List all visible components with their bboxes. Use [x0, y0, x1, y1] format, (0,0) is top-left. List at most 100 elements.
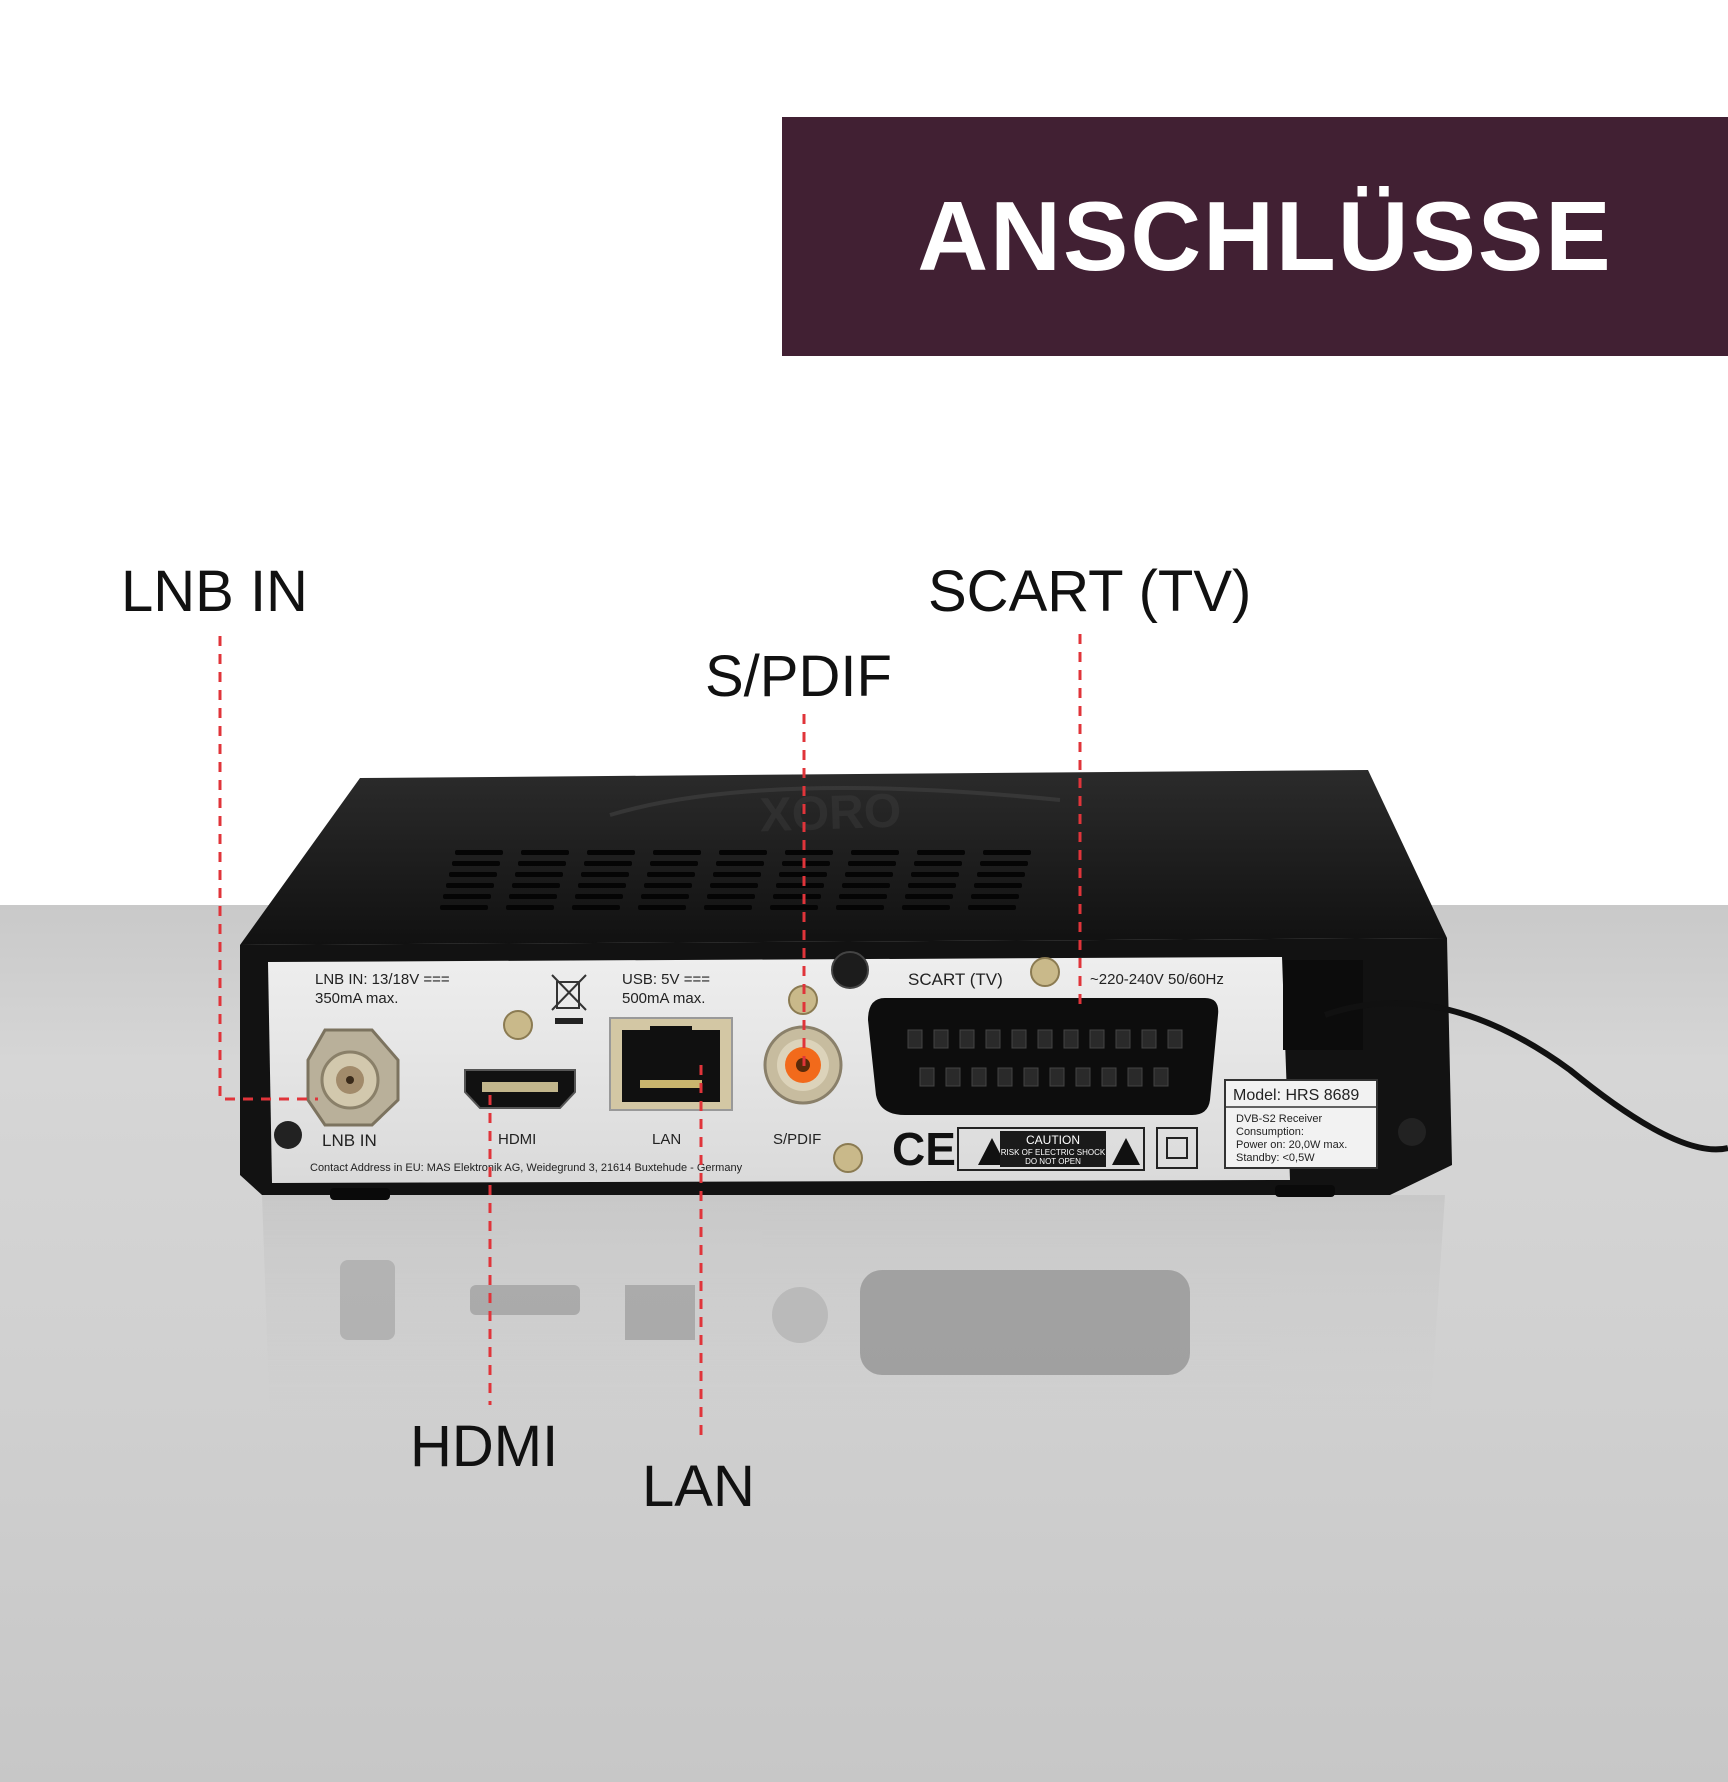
vent-slot	[836, 905, 884, 910]
vent-slot	[653, 850, 701, 855]
scart-pin	[959, 1029, 975, 1049]
callout-spdif: S/PDIF	[705, 644, 892, 709]
double-square-icon	[1156, 1127, 1198, 1169]
power-rating-label: ~220-240V 50/60Hz	[1090, 971, 1224, 988]
model-title: Model: HRS 8689	[1233, 1087, 1359, 1104]
vent-slot	[839, 894, 887, 899]
leader-line-lnb	[218, 636, 318, 1101]
model-line1: DVB-S2 Receiver	[1236, 1113, 1323, 1125]
scart-pin	[907, 1029, 923, 1049]
port-label-lnb: LNB IN	[322, 1131, 377, 1150]
contact-address: Contact Address in EU: MAS Elektronik AG…	[310, 1162, 743, 1174]
vent-slot	[770, 905, 818, 910]
vent-slot	[782, 861, 830, 866]
vent-slot	[587, 850, 635, 855]
vent-slot	[980, 861, 1028, 866]
warning-triangle-icon	[978, 1138, 1006, 1165]
scart-pin	[945, 1067, 961, 1087]
vent-slot	[515, 872, 563, 877]
lnb-spec-line2: 350mA max.	[315, 990, 398, 1007]
scart-pin	[985, 1029, 1001, 1049]
svg-text:XORO: XORO	[759, 784, 902, 842]
vent-slot	[842, 883, 890, 888]
usb-spec-line1: USB: 5V ===	[622, 971, 710, 988]
scart-pin	[1115, 1029, 1131, 1049]
callout-lnb-in: LNB IN	[121, 559, 308, 624]
vent-slot	[848, 861, 896, 866]
vent-slot	[521, 850, 569, 855]
model-line2: Consumption:	[1236, 1126, 1304, 1138]
vent-slot	[638, 905, 686, 910]
vent-slot	[785, 850, 833, 855]
leader-lines	[218, 634, 1082, 1443]
lan-port	[609, 1017, 733, 1111]
scart-pin	[1049, 1067, 1065, 1087]
model-line4: Standby: <0,5W	[1236, 1152, 1315, 1164]
panel-labels: LNB IN: 13/18V === 350mA max. USB: 5V ==…	[310, 970, 1224, 1174]
caution-line2: DO NOT OPEN	[1025, 1157, 1081, 1166]
vent-slot	[518, 861, 566, 866]
vent-slot	[506, 905, 554, 910]
vent-slot	[455, 850, 503, 855]
lnb-spec-line1: LNB IN: 13/18V ===	[315, 971, 450, 988]
vent-slot	[647, 872, 695, 877]
port-label-lan: LAN	[652, 1131, 681, 1148]
callout-hdmi: HDMI	[410, 1414, 559, 1479]
hdmi-port	[464, 1069, 576, 1109]
vent-slot	[704, 905, 752, 910]
usb-spec-line2: 500mA max.	[622, 990, 705, 1007]
vent-slot	[983, 850, 1031, 855]
vent-slot	[641, 894, 689, 899]
vent-slot	[443, 894, 491, 899]
vent-slot	[512, 883, 560, 888]
page-title: ANSCHLÜSSE	[917, 181, 1613, 291]
scart-pin	[933, 1029, 949, 1049]
vent-slot	[719, 850, 767, 855]
vent-slot	[716, 861, 764, 866]
scart-panel-label: SCART (TV)	[908, 970, 1003, 989]
vent-slot	[713, 872, 761, 877]
vent-slot	[710, 883, 758, 888]
scart-pin	[1153, 1067, 1169, 1087]
scart-pin	[1167, 1029, 1183, 1049]
vent-slot	[968, 905, 1016, 910]
vent-slot	[449, 872, 497, 877]
regulatory-marks: CE CAUTION RISK OF ELECTRIC SHOCK DO NOT…	[892, 1123, 1198, 1175]
vent-slot	[581, 872, 629, 877]
callout-lan: LAN	[642, 1454, 755, 1519]
vent-slot	[572, 905, 620, 910]
vent-slot	[908, 883, 956, 888]
caution-title: CAUTION	[1026, 1133, 1080, 1147]
vent-slot	[707, 894, 755, 899]
vent-slot	[509, 894, 557, 899]
vent-slot	[902, 905, 950, 910]
scart-pin	[1037, 1029, 1053, 1049]
vent-slot	[575, 894, 623, 899]
scart-pin	[1063, 1029, 1079, 1049]
device-reflection	[262, 1195, 1445, 1425]
vent-slot	[644, 883, 692, 888]
scart-port	[868, 998, 1219, 1115]
vent-slot	[446, 883, 494, 888]
vent-slot	[779, 872, 827, 877]
vent-slot	[845, 872, 893, 877]
vent-slot	[977, 872, 1025, 877]
scart-pin	[1023, 1067, 1039, 1087]
vent-slot	[650, 861, 698, 866]
vent-slot	[578, 883, 626, 888]
panel-screws	[503, 957, 1060, 1173]
port-label-spdif: S/PDIF	[773, 1131, 821, 1148]
vent-slot	[971, 894, 1019, 899]
port-label-hdmi: HDMI	[498, 1131, 536, 1148]
ce-mark: CE	[892, 1123, 956, 1175]
model-line3: Power on: 20,0W max.	[1236, 1139, 1347, 1151]
scart-pin	[919, 1067, 935, 1087]
vent-slot	[851, 850, 899, 855]
scart-pin	[1089, 1029, 1105, 1049]
brand-logo: XORO	[609, 784, 1061, 842]
callout-scart-tv: SCART (TV)	[928, 559, 1252, 624]
scart-pin	[1075, 1067, 1091, 1087]
vent-slot	[917, 850, 965, 855]
scart-pin	[1127, 1067, 1143, 1087]
